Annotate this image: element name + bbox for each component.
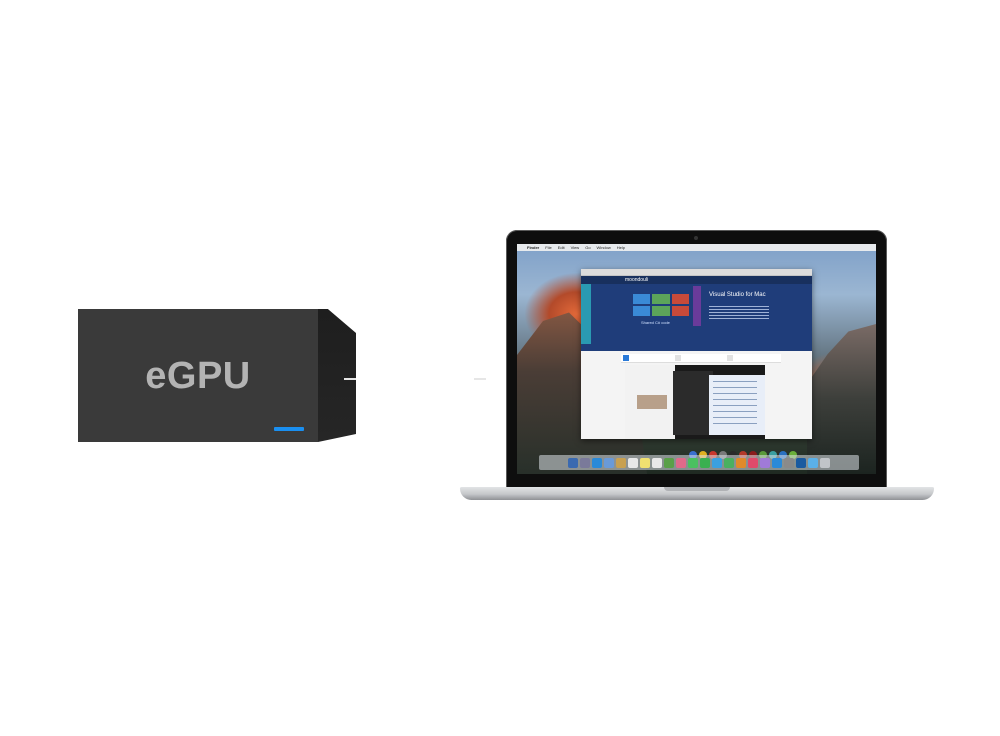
text-line: [709, 312, 769, 313]
side-tab: [581, 284, 591, 344]
reminders-icon[interactable]: [652, 457, 662, 468]
text-line: [713, 387, 757, 388]
calendar-icon[interactable]: [628, 457, 638, 468]
shared-code-label: Shared C# code: [641, 320, 670, 325]
status-led: [274, 427, 304, 431]
apple-tile-icon: [633, 294, 651, 304]
notes-icon[interactable]: [640, 457, 650, 468]
ibooks-icon[interactable]: [760, 457, 770, 468]
android-tile-icon: [652, 306, 670, 316]
text-line: [709, 318, 769, 319]
facetime-icon[interactable]: [700, 457, 710, 468]
text-line: [713, 417, 757, 418]
text-line: [709, 306, 769, 307]
windows-tile-icon: [671, 306, 689, 316]
nested-screenshot: [625, 365, 765, 439]
menu-bar: Finder File Edit View Go Window Help: [517, 244, 876, 251]
laptop-lid: Finder File Edit View Go Window Help moo…: [506, 230, 887, 488]
launchpad-icon[interactable]: [580, 457, 590, 468]
step-marker[interactable]: [727, 355, 733, 361]
menu-item[interactable]: Window: [596, 245, 611, 250]
keynote-icon[interactable]: [736, 457, 746, 468]
lid-opening-notch: [664, 487, 730, 491]
messages-icon[interactable]: [688, 457, 698, 468]
step-marker[interactable]: [623, 355, 629, 361]
laptop-screen: Finder File Edit View Go Window Help moo…: [517, 244, 876, 474]
web-nav: moondouli: [581, 276, 812, 284]
menu-item[interactable]: Finder: [527, 245, 540, 250]
browser-toolbar: [581, 269, 812, 276]
text-line: [713, 411, 757, 412]
egpu-enclosure: eGPU: [78, 309, 318, 442]
inner-laptop-image: [637, 395, 667, 409]
step-marker[interactable]: [675, 355, 681, 361]
itunes-icon[interactable]: [748, 457, 758, 468]
contacts-icon[interactable]: [616, 457, 626, 468]
side-tab: [693, 286, 701, 326]
apple-tile-icon: [633, 306, 651, 316]
webcam-icon: [694, 236, 698, 240]
inner-panel: [673, 371, 713, 435]
steps-bar: [621, 354, 781, 363]
text-line: [713, 393, 757, 394]
menu-item[interactable]: Help: [616, 245, 626, 250]
mail-icon[interactable]: [604, 457, 614, 468]
app-store-icon[interactable]: [772, 457, 782, 468]
text-line: [713, 399, 757, 400]
text-line: [709, 315, 769, 316]
photos-icon[interactable]: [676, 457, 686, 468]
platform-tiles: [633, 294, 689, 316]
web-hero: moondouli Shared C# code Visual Studio f…: [581, 276, 812, 351]
android-tile-icon: [652, 294, 670, 304]
finder-icon[interactable]: [568, 457, 578, 468]
windows-tile-icon: [671, 294, 689, 304]
text-line: [713, 381, 757, 382]
text-line: [713, 423, 757, 424]
egpu-label: eGPU: [145, 355, 251, 397]
text-line: [709, 309, 769, 310]
pages-icon[interactable]: [712, 457, 722, 468]
site-logo[interactable]: moondouli: [625, 277, 649, 283]
browser-window[interactable]: moondouli Shared C# code Visual Studio f…: [581, 269, 812, 459]
app-icon[interactable]: [796, 457, 806, 468]
text-line: [713, 405, 757, 406]
system-preferences-icon[interactable]: [784, 457, 794, 468]
laptop-base: [460, 487, 934, 500]
trash-icon[interactable]: [820, 457, 830, 468]
dock: [539, 455, 859, 470]
numbers-icon[interactable]: [724, 457, 734, 468]
menu-item[interactable]: Edit: [557, 245, 565, 250]
maps-icon[interactable]: [664, 457, 674, 468]
cable-segment: [344, 378, 356, 380]
page-heading: Visual Studio for Mac: [709, 292, 766, 298]
menu-item[interactable]: View: [570, 245, 580, 250]
menu-item[interactable]: File: [545, 245, 552, 250]
downloads-folder-icon[interactable]: [808, 457, 818, 468]
inner-panel: [625, 365, 675, 439]
egpu-side-panel: [318, 309, 356, 442]
menu-item[interactable]: Go: [585, 245, 591, 250]
cable-segment: [474, 378, 486, 380]
safari-icon[interactable]: [592, 457, 602, 468]
inner-panel: [709, 375, 765, 435]
